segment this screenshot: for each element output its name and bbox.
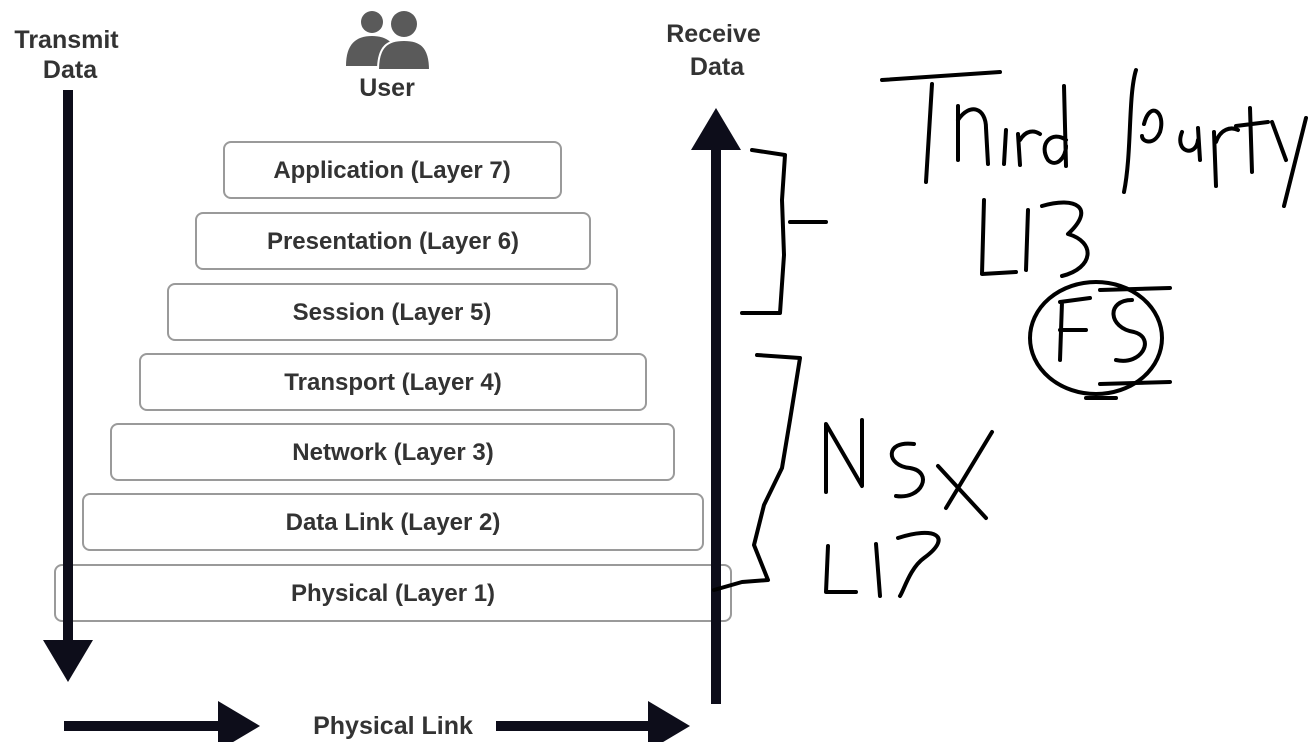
layer-label: Data Link (Layer 2) (286, 509, 501, 536)
upper-bracket (740, 148, 787, 315)
user-label: User (359, 74, 415, 102)
lower-bracket (712, 353, 802, 592)
layer-data-link: Data Link (Layer 2) (82, 493, 704, 551)
handwritten-circled-fs (1028, 280, 1172, 400)
layer-session: Session (Layer 5) (167, 283, 618, 341)
handwritten-lib-lower (824, 530, 941, 598)
layer-network: Network (Layer 3) (110, 423, 675, 481)
layer-label: Network (Layer 3) (292, 439, 493, 466)
users-icon (346, 11, 432, 71)
transmit-label-line-1: Transmit (14, 26, 119, 54)
receive-label-line-2: Data (690, 53, 745, 81)
layer-label: Physical (Layer 1) (291, 580, 495, 607)
layer-application: Application (Layer 7) (223, 141, 562, 199)
receive-label-line-1: Receive (666, 20, 761, 48)
layer-label: Transport (Layer 4) (284, 369, 501, 396)
layer-label: Session (Layer 5) (293, 299, 492, 326)
transmit-label-line-2: Data (43, 56, 98, 84)
receive-label: Receive Data (666, 20, 767, 81)
transmit-label: Transmit Data (14, 26, 125, 84)
layer-physical: Physical (Layer 1) (54, 564, 732, 622)
layer-label: Application (Layer 7) (273, 157, 510, 184)
physical-link-label: Physical Link (313, 712, 473, 740)
handwritten-nsx (824, 418, 994, 520)
layer-transport: Transport (Layer 4) (139, 353, 647, 411)
layer-stack: Application (Layer 7) Presentation (Laye… (54, 141, 732, 622)
handwritten-third-party (880, 68, 1308, 208)
layer-presentation: Presentation (Layer 6) (195, 212, 591, 270)
handwritten-lib-upper (980, 198, 1090, 278)
layer-label: Presentation (Layer 6) (267, 228, 519, 255)
